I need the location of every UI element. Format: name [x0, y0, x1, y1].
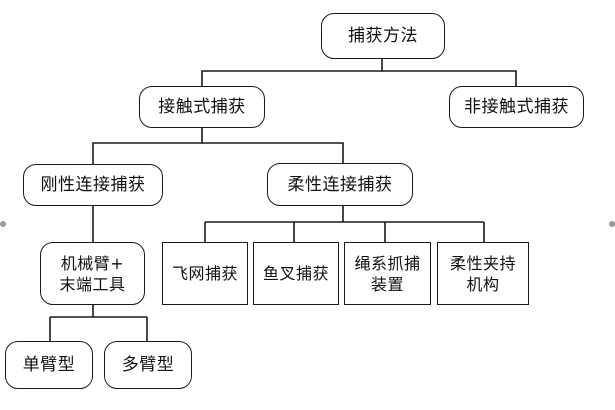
- node-single: 单臂型: [5, 341, 93, 389]
- edge-flexible-to-children: [204, 206, 485, 242]
- node-arm: 机械臂+ 末端工具: [40, 242, 145, 305]
- edge-root-to-noncontact: [382, 70, 517, 86]
- node-harpoon: 鱼叉捕获: [253, 242, 339, 305]
- node-flexible: 柔性连接捕获: [267, 163, 413, 206]
- node-tether: 绳系抓捕 装置: [344, 242, 431, 305]
- edge-contact-to-rigid: [92, 128, 203, 164]
- left-edge-mark: [0, 221, 6, 227]
- node-contact: 接触式捕获: [139, 86, 265, 128]
- node-net: 飞网捕获: [162, 242, 248, 305]
- node-gripper: 柔性夹持 机构: [437, 242, 529, 305]
- edge-contact-to-flexible: [202, 142, 344, 163]
- node-root: 捕获方法: [321, 13, 445, 59]
- node-noncontact: 非接触式捕获: [449, 86, 584, 128]
- node-multi: 多臂型: [104, 341, 192, 389]
- edge-arm-to-children: [49, 305, 148, 341]
- node-rigid: 刚性连接捕获: [23, 164, 163, 206]
- edge-root-to-contact: [201, 59, 383, 86]
- right-edge-mark: [609, 221, 615, 227]
